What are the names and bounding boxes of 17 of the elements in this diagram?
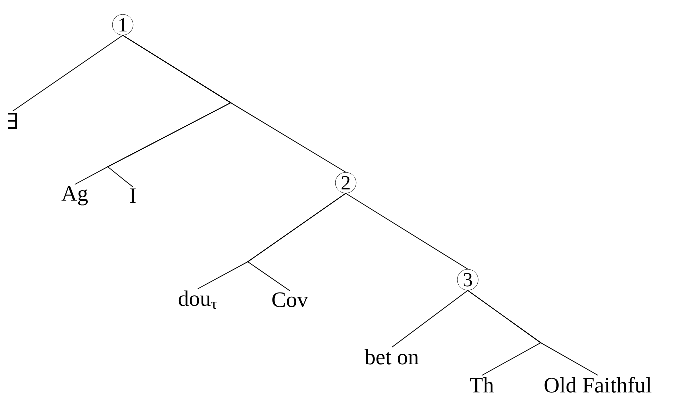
leaf-label: Th xyxy=(470,377,494,393)
quantifier-symbol: ∃ xyxy=(8,112,18,130)
circled-number: 1 xyxy=(112,14,134,36)
circled-number: 2 xyxy=(335,172,357,194)
tree-branch xyxy=(468,290,598,376)
leaf-label: Ag xyxy=(62,186,88,206)
tree-branch xyxy=(247,193,346,292)
tree-branch xyxy=(12,35,124,112)
tree-branch xyxy=(122,35,346,173)
tree-branch xyxy=(392,290,468,348)
leaf-label: I xyxy=(130,188,136,204)
leaf-label: bet on xyxy=(364,349,419,365)
leaf-label: dou$_{τ}$ xyxy=(178,290,217,310)
circled-number: 3 xyxy=(457,269,479,291)
leaf-label: Old Faithful xyxy=(544,377,652,393)
tree-branch xyxy=(346,193,468,270)
leaf-label: Cov xyxy=(272,292,308,308)
